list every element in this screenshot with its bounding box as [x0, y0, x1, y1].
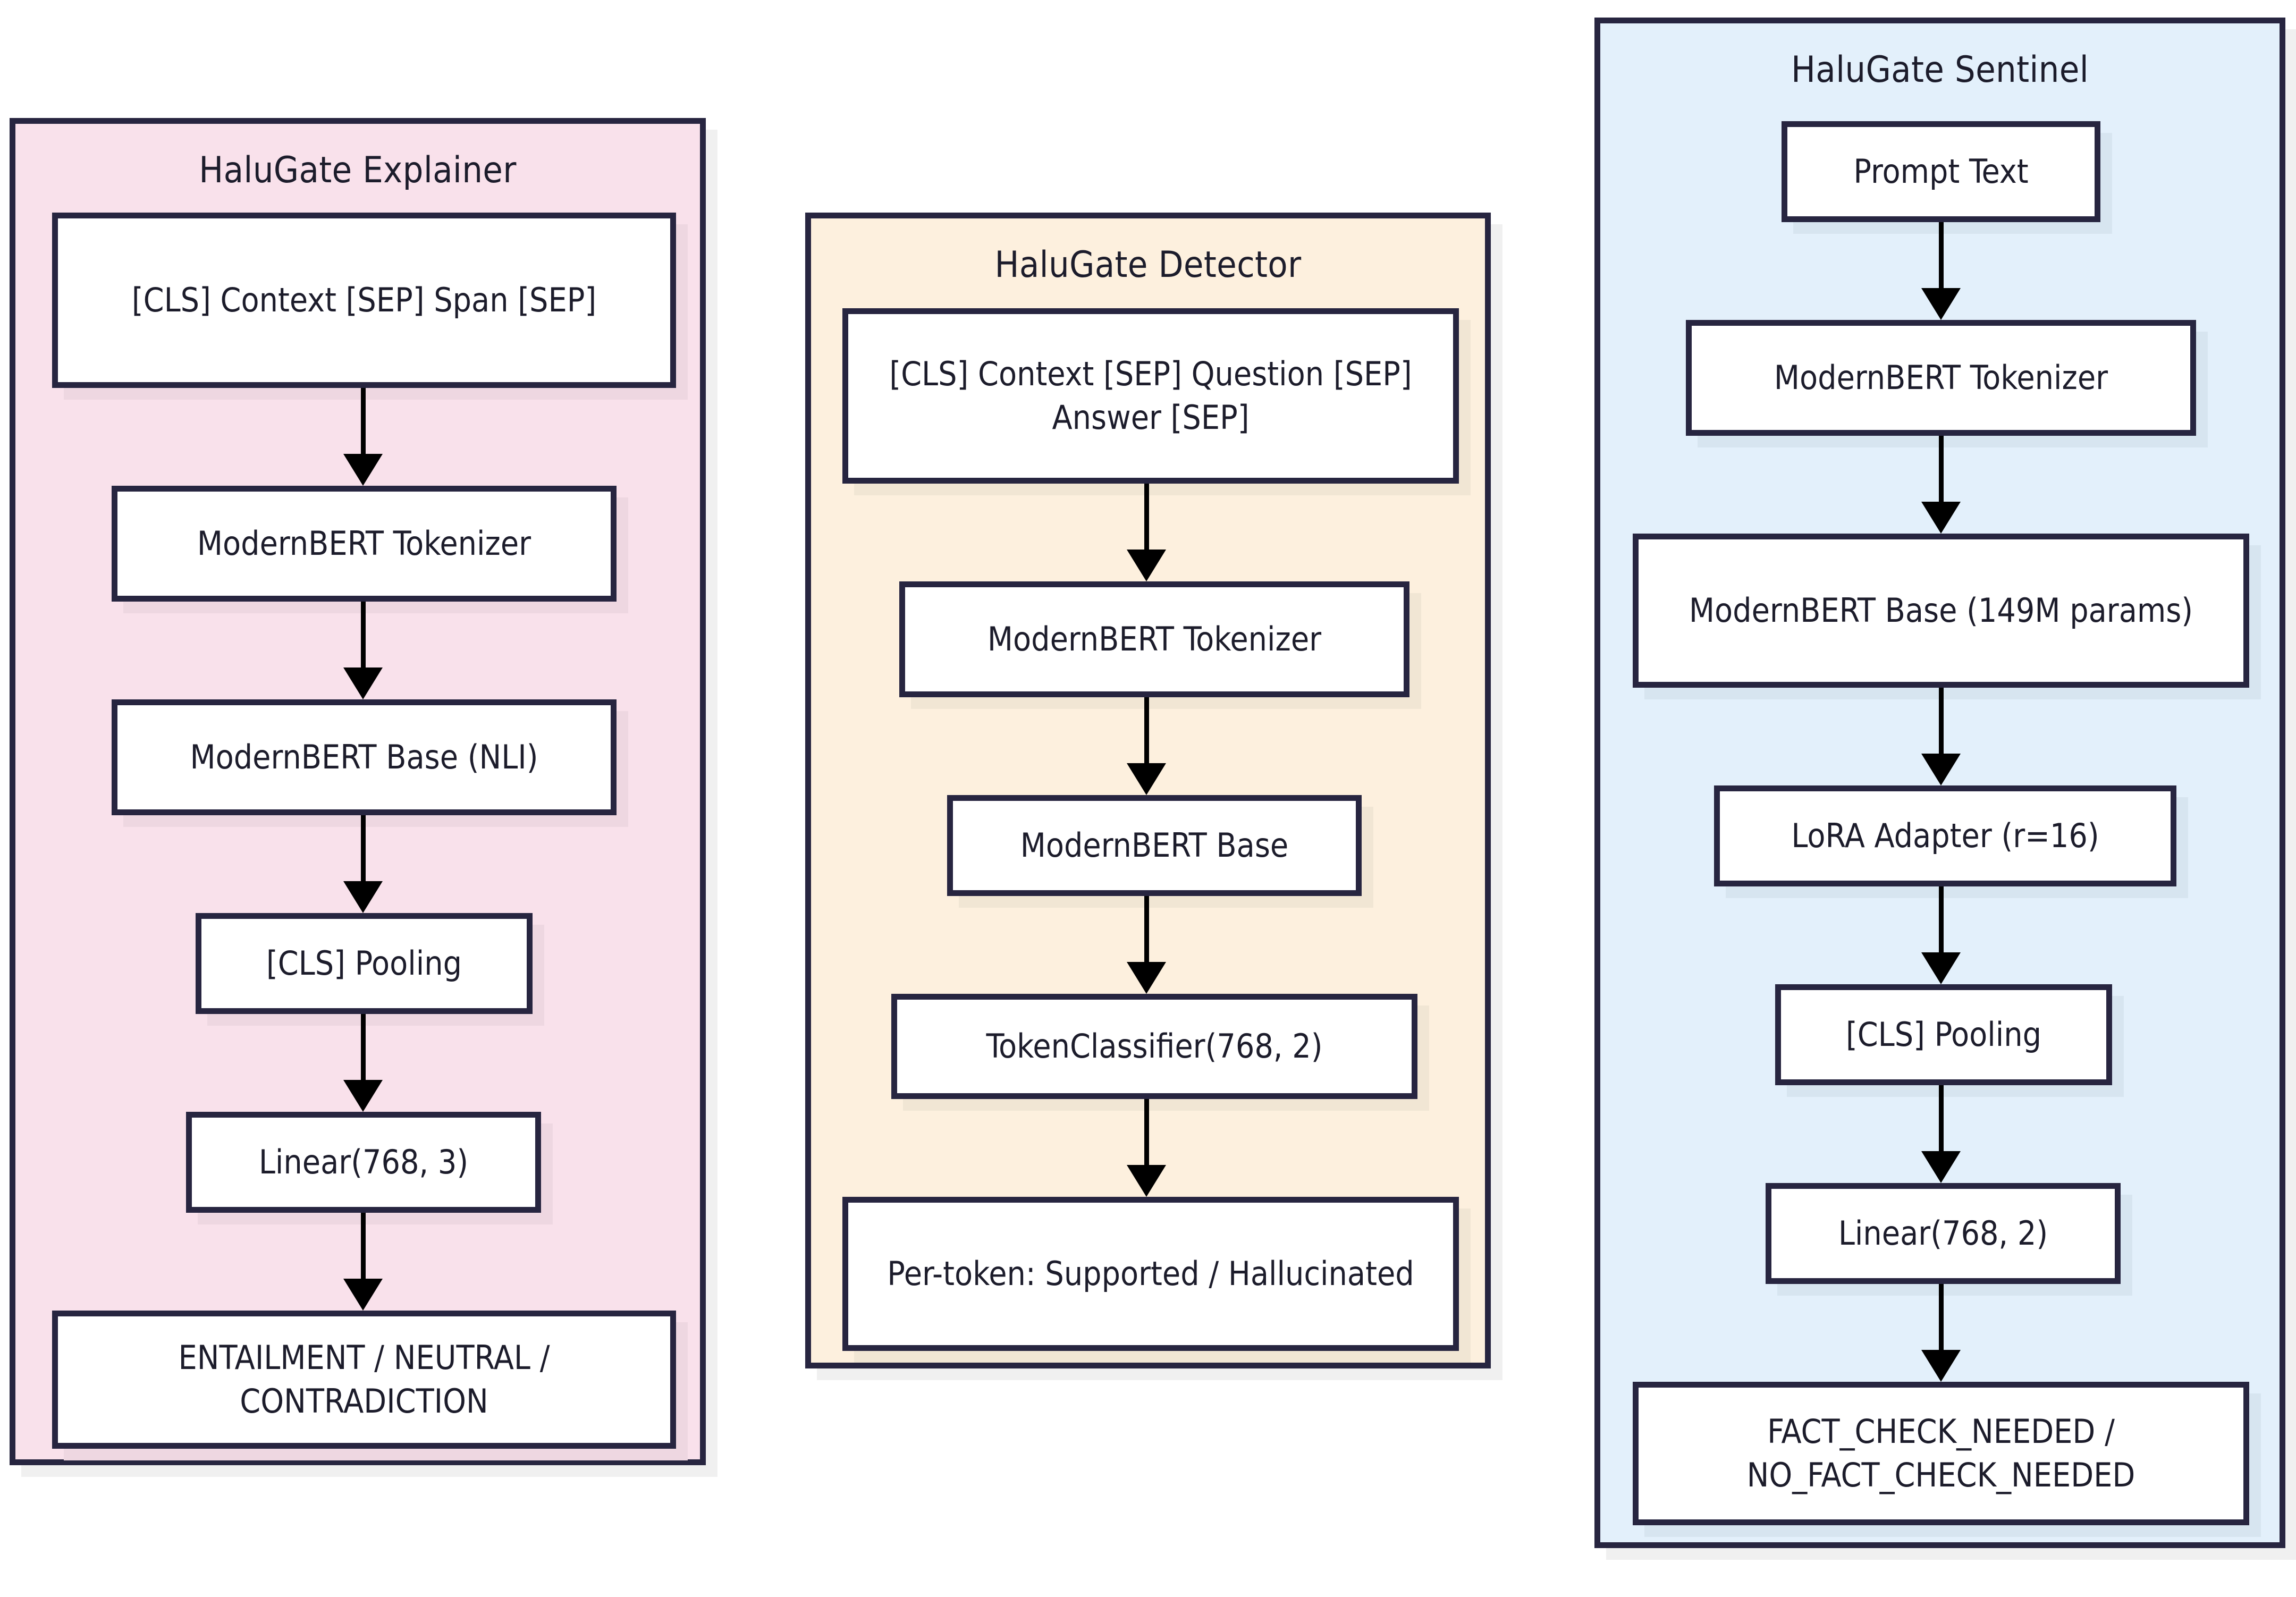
- edge-exp-tokenizer-to-base: [343, 602, 383, 699]
- node-sen-tokenizer: ModernBERT Tokenizer: [1686, 320, 2196, 436]
- node-sen-linear: Linear(768, 2): [1766, 1183, 2121, 1284]
- edge-sen-input-to-tokenizer: [1921, 222, 1961, 320]
- edge-sen-tokenizer-to-base: [1921, 436, 1961, 534]
- edge-exp-linear-to-output: [343, 1213, 383, 1311]
- panel-title-explainer: HaluGate Explainer: [199, 149, 517, 191]
- node-exp-base: ModernBERT Base (NLI): [112, 699, 617, 815]
- edge-det-input-to-tokenizer: [1127, 484, 1166, 581]
- edge-det-head-to-output: [1127, 1099, 1166, 1197]
- node-exp-tokenizer: ModernBERT Tokenizer: [112, 486, 617, 602]
- node-exp-input: [CLS] Context [SEP] Span [SEP]: [52, 213, 676, 388]
- edge-sen-linear-to-output: [1921, 1284, 1961, 1382]
- node-sen-base: ModernBERT Base (149M params): [1633, 534, 2249, 688]
- node-exp-linear: Linear(768, 3): [186, 1112, 541, 1213]
- edge-det-base-to-head: [1127, 896, 1166, 994]
- edge-sen-base-to-lora: [1921, 688, 1961, 785]
- node-exp-pooling: [CLS] Pooling: [196, 913, 533, 1014]
- panel-title-detector: HaluGate Detector: [994, 244, 1302, 286]
- node-det-input: [CLS] Context [SEP] Question [SEP] Answe…: [842, 308, 1459, 484]
- node-sen-lora: LoRA Adapter (r=16): [1714, 785, 2176, 886]
- edge-sen-lora-to-pooling: [1921, 886, 1961, 984]
- node-det-head: TokenClassifier(768, 2): [891, 994, 1417, 1099]
- edge-exp-pooling-to-linear: [343, 1014, 383, 1112]
- node-det-base: ModernBERT Base: [947, 795, 1362, 896]
- node-sen-output: FACT_CHECK_NEEDED / NO_FACT_CHECK_NEEDED: [1633, 1382, 2249, 1525]
- node-det-tokenizer: ModernBERT Tokenizer: [899, 581, 1409, 697]
- node-det-output: Per-token: Supported / Hallucinated: [842, 1197, 1459, 1351]
- node-exp-output: ENTAILMENT / NEUTRAL / CONTRADICTION: [52, 1311, 676, 1449]
- edge-exp-input-to-tokenizer: [343, 388, 383, 486]
- panel-title-sentinel: HaluGate Sentinel: [1791, 49, 2089, 91]
- node-sen-pooling: [CLS] Pooling: [1775, 984, 2112, 1085]
- edge-det-tokenizer-to-base: [1127, 697, 1166, 795]
- node-sen-input: Prompt Text: [1782, 121, 2100, 222]
- edge-sen-pooling-to-linear: [1921, 1085, 1961, 1183]
- edge-exp-base-to-pooling: [343, 815, 383, 913]
